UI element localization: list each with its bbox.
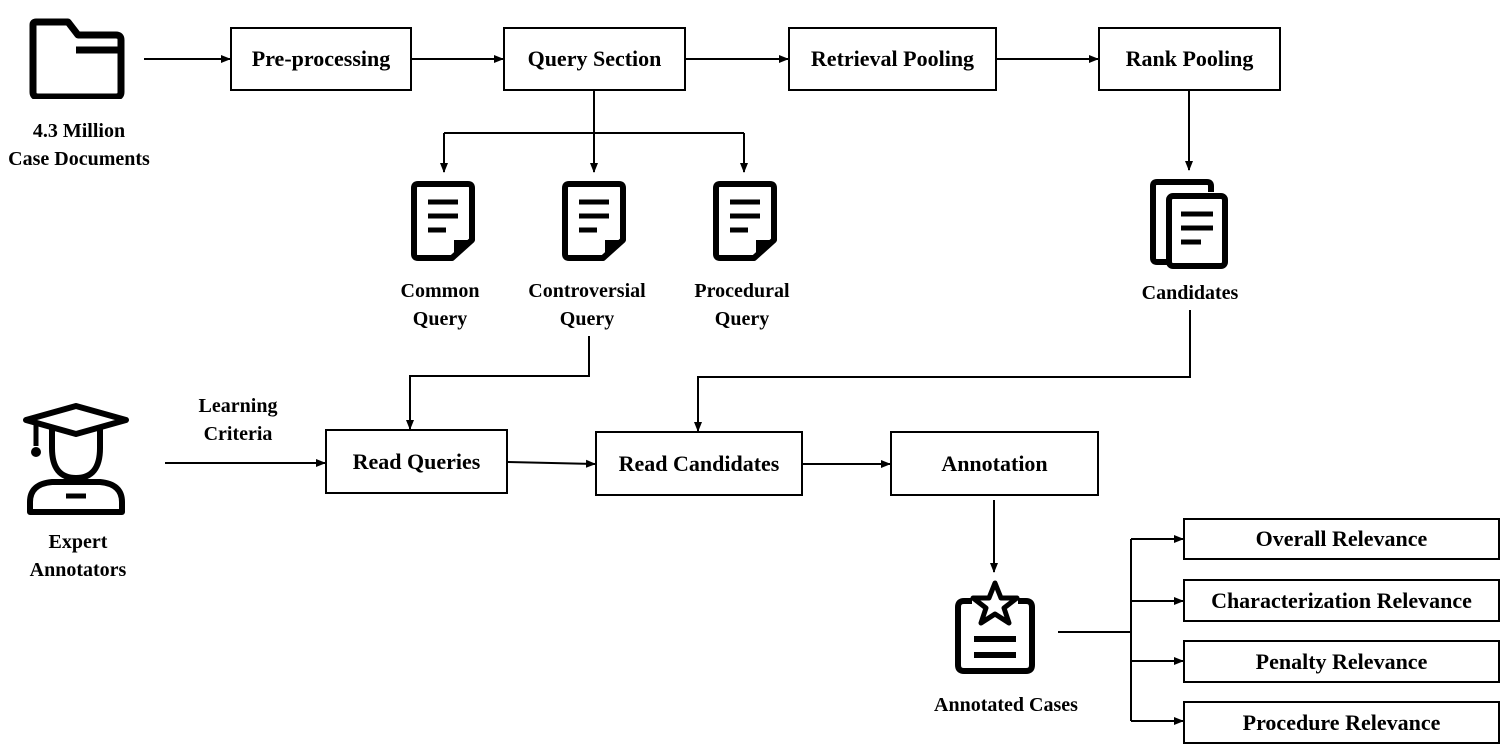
preprocessing-box: Pre-processing (230, 27, 412, 91)
controversial-query-label-line1: Controversial (528, 280, 646, 302)
query-section-box: Query Section (503, 27, 686, 91)
read-queries-box: Read Queries (325, 429, 508, 494)
common-query-label-line1: Common (400, 280, 480, 302)
documents-label-line2: Case Documents (8, 148, 150, 170)
documents-label: 4.3 Million Case Documents (8, 117, 150, 173)
experts-label-line2: Annotators (29, 559, 127, 581)
graduate-annotator-icon (23, 403, 129, 515)
arrow-queries-to-read-queries (406, 336, 590, 430)
controversial-query-document-icon (562, 181, 626, 261)
procedure-relevance-box: Procedure Relevance (1183, 701, 1500, 744)
read-candidates-box: Read Candidates (595, 431, 803, 496)
arrow-candidates-to-read-candidates (694, 310, 1191, 432)
retrieval-pooling-box: Retrieval Pooling (788, 27, 997, 91)
documents-label-line1: 4.3 Million (32, 120, 126, 142)
annotation-box: Annotation (890, 431, 1099, 496)
characterization-relevance-box: Characterization Relevance (1183, 579, 1500, 622)
procedural-query-label-line2: Query (714, 308, 770, 330)
overall-relevance-box: Overall Relevance (1183, 518, 1500, 560)
penalty-relevance-box: Penalty Relevance (1183, 640, 1500, 683)
controversial-query-label-line2: Query (559, 308, 615, 330)
rank-pooling-box: Rank Pooling (1098, 27, 1281, 91)
experts-label-line1: Expert (48, 531, 108, 553)
experts-label: Expert Annotators (30, 528, 127, 584)
clipboard-star-icon (955, 580, 1035, 674)
learning-criteria-line1: Learning (198, 395, 278, 417)
annotated-cases-label: Annotated Cases (934, 694, 1078, 716)
learning-criteria-line2: Criteria (203, 423, 273, 445)
candidates-label: Candidates (1141, 282, 1239, 304)
folder-icon (29, 18, 125, 99)
common-query-label: Common Query (401, 277, 480, 333)
procedural-query-document-icon (713, 181, 777, 261)
common-query-label-line2: Query (412, 308, 468, 330)
procedural-query-label-line1: Procedural (694, 280, 790, 302)
stacked-documents-icon (1150, 179, 1228, 269)
controversial-query-label: Controversial Query (528, 277, 645, 333)
procedural-query-label: Procedural Query (694, 277, 789, 333)
learning-criteria-label: Learning Criteria (199, 392, 278, 448)
common-query-document-icon (411, 181, 475, 261)
arrow-read-queries-to-read-candidates (507, 459, 596, 468)
